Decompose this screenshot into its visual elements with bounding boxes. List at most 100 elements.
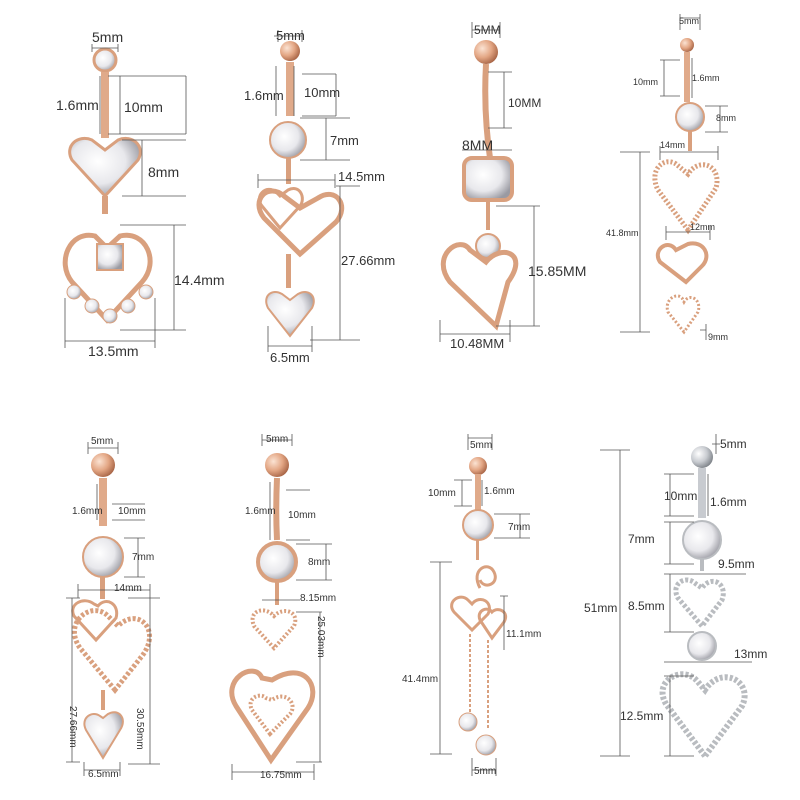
ball-top: [680, 38, 694, 52]
label-bottom: 6.5mm: [88, 769, 119, 780]
round-gem: [682, 520, 722, 560]
product-1: 5mm 1.6mm 10mm 8mm 14.4mm 13.5mm: [56, 29, 225, 359]
label-gauge: 1.6mm: [72, 506, 103, 517]
product-7: 5mm 10mm 1.6mm 7mm 11.1mm 41.4mm 5mm: [402, 434, 541, 777]
round-gem: [675, 102, 705, 132]
round-gem: [269, 121, 307, 159]
heart-gem: [68, 137, 142, 199]
center-gem: [96, 243, 124, 271]
label-gem: 7mm: [628, 532, 655, 546]
label-ball: 5mm: [276, 28, 305, 43]
label-heart2-w: 13mm: [734, 647, 767, 661]
heart-inner: [248, 693, 295, 738]
round-gem: [462, 509, 494, 541]
product-6: 5mm 1.6mm 10mm 8mm 8.15mm 25.03mm 16.75m…: [229, 434, 336, 781]
product-8: 5mm 10mm 1.6mm 7mm 9.5mm 8.5mm 13mm 12.5…: [584, 434, 767, 762]
heart-small: [665, 294, 701, 335]
label-drop: 15.85MM: [528, 263, 586, 279]
heart-top: [673, 577, 726, 630]
label-gem: 8mm: [148, 164, 179, 180]
heart-inner: [71, 599, 119, 643]
label-gauge: 1.6mm: [710, 495, 747, 509]
curved-bar: [273, 477, 280, 541]
ball-top: [691, 446, 713, 468]
link: [286, 254, 291, 288]
link: [275, 581, 279, 605]
bar: [684, 52, 690, 102]
label-ball: 5mm: [470, 440, 492, 451]
bar: [698, 468, 706, 518]
label-gem: 7mm: [132, 552, 154, 563]
heart-inner: [257, 187, 304, 231]
drop-gem-right: [475, 734, 497, 756]
label-heart2-h: 12.5mm: [620, 709, 663, 723]
link: [102, 196, 108, 214]
link: [286, 158, 291, 184]
label-drop: 14.4mm: [174, 272, 225, 288]
label-bar: 10mm: [118, 506, 146, 517]
product-3: 5MM 10MM 8MM 15.85MM 10.48MM: [439, 22, 586, 351]
label-gem: 8MM: [462, 137, 493, 153]
label-width: 13.5mm: [88, 343, 139, 359]
label-mid: 11.1mm: [506, 629, 541, 640]
bar: [99, 478, 107, 526]
label-ball: 5mm: [92, 29, 123, 45]
bar: [286, 62, 294, 116]
label-mid: 8.15mm: [300, 593, 336, 604]
heart-left: [450, 595, 491, 633]
heart-pave: [652, 159, 720, 235]
label-gem: 7mm: [330, 133, 359, 148]
label-gauge: 1.6mm: [245, 506, 276, 517]
heart-gem: [83, 711, 124, 760]
label-width: 14.5mm: [338, 169, 385, 184]
curved-bar: [482, 63, 493, 159]
label-bar: 10MM: [508, 96, 541, 110]
gem: [120, 298, 136, 314]
link: [101, 690, 105, 710]
ball-top: [469, 457, 487, 475]
heart-gem: [265, 290, 315, 338]
label-gem: 8mm: [308, 557, 330, 568]
label-ball: 5mm: [679, 16, 699, 26]
label-drop-right: 30.59mm: [134, 708, 145, 750]
label-gauge: 1.6mm: [56, 97, 99, 113]
label-drop: 41.4mm: [402, 674, 438, 685]
link: [700, 559, 704, 571]
label-mid: 12mm: [690, 222, 715, 232]
label-width: 16.75mm: [260, 770, 302, 781]
label-bar: 10mm: [124, 99, 163, 115]
label-drop: 27.66mm: [341, 253, 395, 268]
bezel-gem: [462, 156, 514, 202]
round-gem: [82, 536, 124, 578]
label-bar: 10mm: [288, 510, 316, 521]
heart-frame: [440, 242, 519, 331]
drop-gem-left: [458, 712, 478, 732]
label-total: 51mm: [584, 601, 617, 615]
mid-gem: [687, 631, 717, 661]
product-2: 5mm 1.6mm 10mm 7mm 14.5mm 27.66mm 6.5mm: [244, 28, 395, 365]
ball-top: [280, 41, 300, 61]
gem: [66, 284, 82, 300]
gem: [138, 284, 154, 300]
label-drop: 41.8mm: [606, 228, 639, 238]
label-width: 14mm: [660, 140, 685, 150]
label-heart1-h: 8.5mm: [628, 599, 665, 613]
bar: [101, 72, 109, 138]
gem-top: [92, 47, 118, 73]
label-drop: 25.03mm: [315, 616, 326, 658]
ball-top: [91, 453, 115, 477]
link: [486, 200, 490, 230]
label-ball: 5mm: [91, 436, 113, 447]
heart-right: [477, 607, 507, 641]
label-bar: 10mm: [664, 489, 697, 503]
label-gem: 7mm: [508, 522, 530, 533]
label-width: 10.48MM: [450, 336, 504, 351]
ball-top: [265, 453, 289, 477]
label-bar: 10mm: [428, 488, 456, 499]
bezel-gem: [256, 541, 298, 583]
label-bar: 10mm: [304, 85, 340, 100]
label-ball: 5MM: [474, 23, 501, 37]
product-5: 5mm 1.6mm 10mm 7mm 14mm 27.66mm 30.59mm …: [66, 436, 160, 780]
heart-bottom: [659, 671, 748, 762]
